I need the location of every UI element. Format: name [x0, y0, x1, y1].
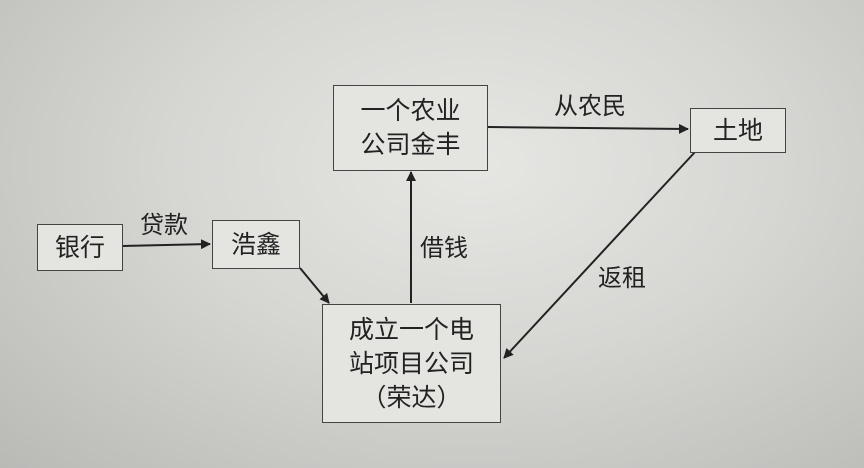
- edge-label-loan: 贷款: [140, 211, 188, 239]
- node-haoxin: 浩鑫: [212, 220, 300, 269]
- arrow-haoxin-to-power-company: [299, 267, 330, 304]
- edge-label-leaseback: 返租: [598, 264, 646, 292]
- edge-label-from-farmers: 从农民: [554, 92, 626, 120]
- arrow-agri-company-to-land: [487, 123, 689, 134]
- node-agri-company: 一个农业 公司金丰: [333, 85, 488, 171]
- arrow-land-to-power-company: [503, 151, 696, 359]
- node-power-company: 成立一个电 站项目公司 （荣达）: [322, 304, 501, 423]
- edge-label-borrow: 借钱: [420, 234, 468, 262]
- arrow-bank-to-haoxin: [122, 239, 211, 250]
- node-bank: 银行: [37, 224, 123, 271]
- node-land: 土地: [690, 108, 786, 153]
